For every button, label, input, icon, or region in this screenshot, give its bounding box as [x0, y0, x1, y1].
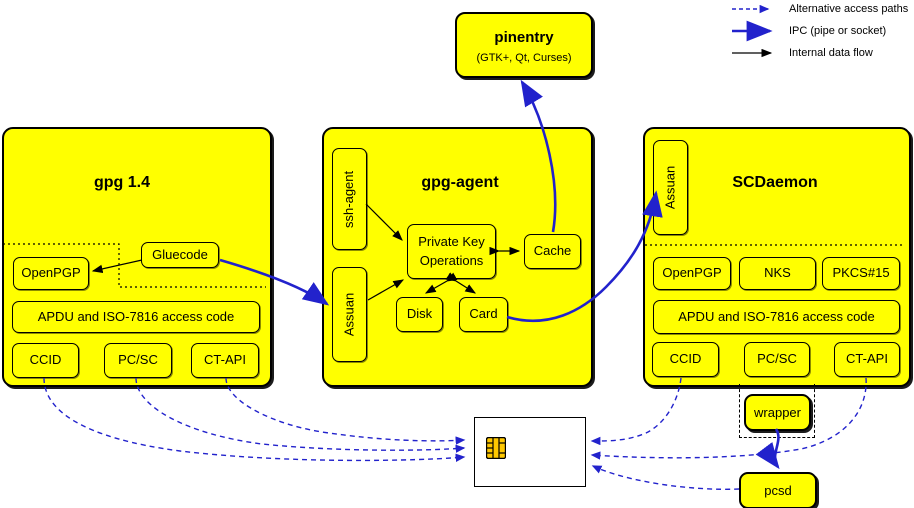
pinentry-box: pinentry (GTK+, Qt, Curses) [455, 12, 593, 78]
gpg14-gluecode-box: Gluecode [141, 242, 219, 268]
card-box: Card [459, 297, 508, 332]
smartcard [474, 417, 586, 487]
gpg14-ccid-box: CCID [12, 343, 79, 378]
scdaemon-ccid-label: CCID [669, 351, 702, 367]
gpg14-title: gpg 1.4 [93, 174, 150, 191]
disk-label: Disk [406, 306, 433, 322]
smartcard-chip-icon [486, 437, 506, 459]
alt-scdaemon-ccid-to-card [590, 377, 682, 446]
alt-gpg14-pcsc-to-card [135, 377, 466, 453]
nks-label: NKS [764, 265, 791, 281]
pko-line1: Private Key [418, 233, 485, 249]
gpg14-pcsc-box: PC/SC [104, 343, 172, 378]
gpg14-pcsc-label: PC/SC [118, 352, 158, 368]
legend-alt-access-label: Alternative access paths [789, 3, 909, 15]
pinentry-subtitle: (GTK+, Qt, Curses) [476, 52, 572, 64]
alt-gpg14-ccid-to-card [43, 377, 466, 462]
gpg-agent-ssh-agent-box: ssh-agent [332, 148, 367, 250]
legend-internal-flow-label: Internal data flow [789, 47, 873, 59]
cache-label: Cache [533, 243, 572, 259]
alt-scdaemon-ctapi-to-card [590, 377, 867, 460]
gpg14-ctapi-box: CT-API [191, 343, 259, 378]
gpg14-apdu-label: APDU and ISO-7816 access code [37, 308, 235, 324]
scdaemon-openpgp-label: OpenPGP [662, 265, 722, 281]
pko-line2: Operations [419, 252, 484, 268]
pinentry-title: pinentry [494, 29, 554, 46]
wrapper-box: wrapper [744, 394, 811, 431]
pcsd-box: pcsd [739, 472, 817, 508]
scdaemon-openpgp-box: OpenPGP [653, 257, 731, 290]
disk-box: Disk [396, 297, 443, 332]
gpg-agent-assuan-label: Assuan [341, 292, 357, 337]
scdaemon-ccid-box: CCID [652, 342, 719, 377]
scdaemon-title: SCDaemon [732, 174, 818, 191]
scdaemon-ctapi-box: CT-API [834, 342, 900, 377]
pcsd-label: pcsd [764, 483, 792, 498]
scdaemon-ctapi-label: CT-API [846, 351, 888, 367]
scdaemon-apdu-label: APDU and ISO-7816 access code [678, 308, 875, 324]
gpg14-openpgp-box: OpenPGP [13, 257, 89, 290]
private-key-operations-box: Private Key Operations [407, 224, 496, 279]
alt-pcsd-to-card [591, 465, 740, 490]
legend-ipc-label: IPC (pipe or socket) [789, 25, 887, 37]
card-label: Card [469, 306, 498, 322]
gpg14-ccid-label: CCID [29, 352, 62, 368]
gpg14-apdu-box: APDU and ISO-7816 access code [12, 301, 260, 333]
gpg14-openpgp-label: OpenPGP [21, 265, 81, 281]
pkcs15-box: PKCS#15 [822, 257, 900, 290]
gpg-agent-assuan-box: Assuan [332, 267, 367, 362]
scdaemon-assuan-label: Assuan [662, 165, 678, 210]
gpg14-ctapi-label: CT-API [204, 352, 246, 368]
wrapper-label: wrapper [754, 405, 801, 420]
alt-gpg14-ctapi-to-card [225, 377, 466, 445]
scdaemon-assuan-box: Assuan [653, 140, 688, 235]
nks-box: NKS [739, 257, 816, 290]
ssh-agent-label: ssh-agent [341, 170, 357, 228]
scdaemon-pcsc-box: PC/SC [744, 342, 810, 377]
pkcs15-label: PKCS#15 [832, 265, 890, 281]
gpg14-gluecode-label: Gluecode [152, 246, 208, 262]
gpg-agent-title: gpg-agent [421, 174, 499, 191]
scdaemon-pcsc-label: PC/SC [757, 351, 797, 367]
cache-box: Cache [524, 234, 581, 269]
scdaemon-apdu-box: APDU and ISO-7816 access code [653, 300, 900, 334]
